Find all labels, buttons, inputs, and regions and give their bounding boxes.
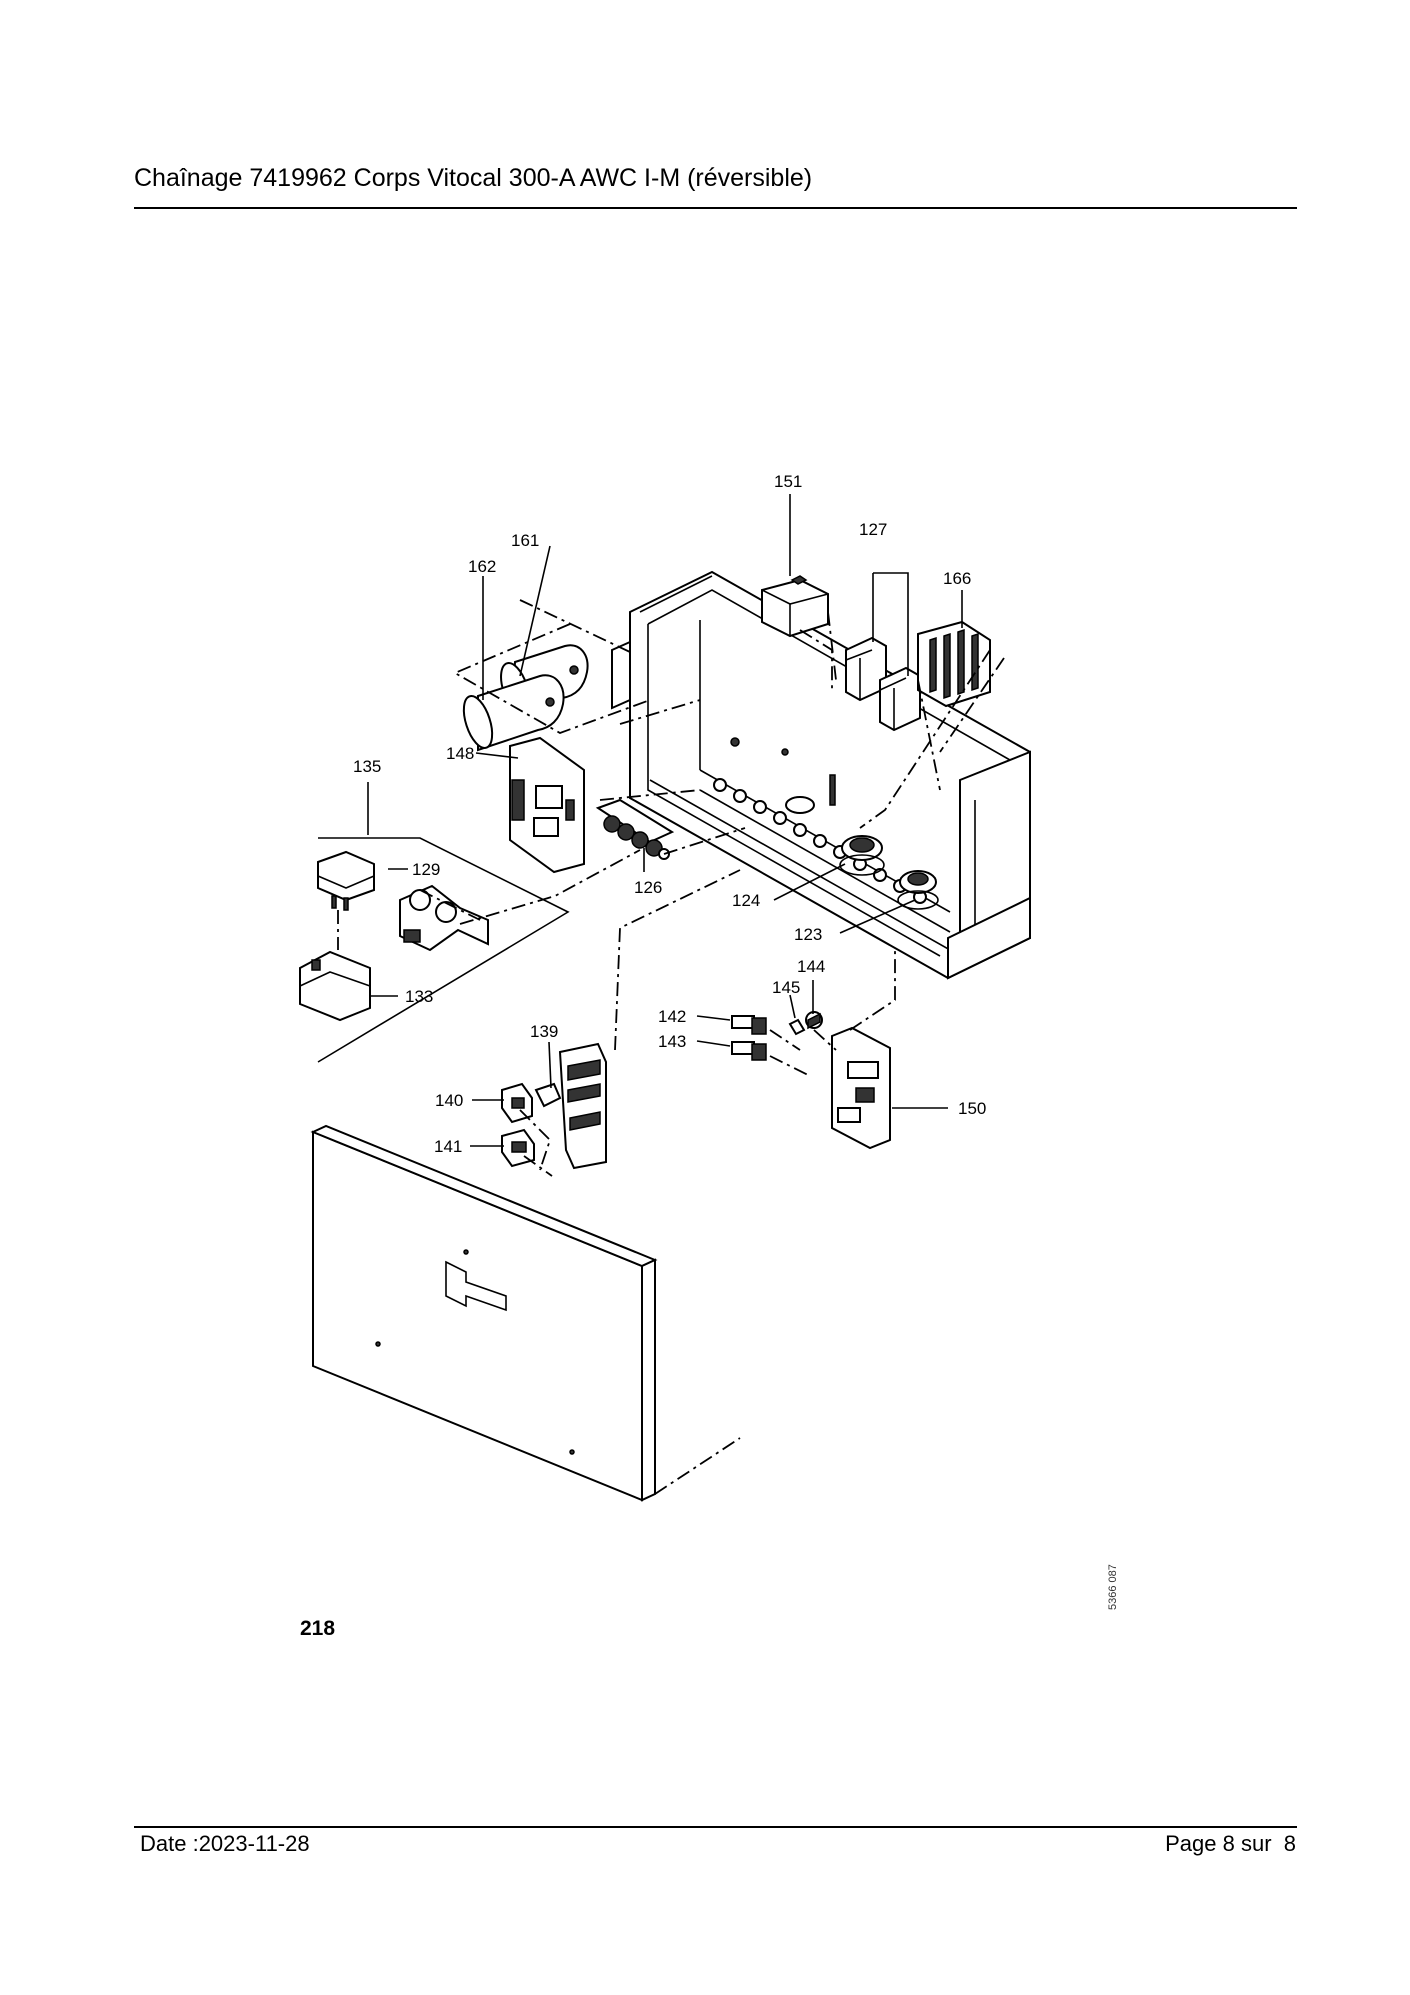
part-148 — [509, 736, 585, 874]
part-150 — [831, 1026, 891, 1150]
callout-139: 139 — [530, 1022, 558, 1041]
din-rail-group — [299, 837, 570, 1063]
part-139 — [534, 1042, 607, 1170]
callout-129: 129 — [412, 860, 440, 879]
callout-161: 161 — [511, 531, 539, 550]
callout-143: 143 — [658, 1032, 686, 1051]
callout-135: 135 — [353, 757, 381, 776]
callout-148: 148 — [446, 744, 474, 763]
leader-lines — [367, 494, 963, 1147]
assembly-lines — [337, 599, 1005, 1495]
callout-123: 123 — [794, 925, 822, 944]
callout-141: 141 — [434, 1137, 462, 1156]
callout-162: 162 — [468, 557, 496, 576]
capacitors-161-162 — [462, 644, 589, 752]
callout-166: 166 — [943, 569, 971, 588]
part-126 — [595, 798, 675, 860]
connectors-140-141 — [501, 1082, 535, 1168]
callout-145: 145 — [772, 978, 800, 997]
callout-124: 124 — [732, 891, 760, 910]
callout-126: 126 — [634, 878, 662, 897]
header-rule — [134, 207, 1297, 209]
callout-127: 127 — [859, 520, 887, 539]
callout-labels: 151 127 161 162 166 148 135 129 126 124 … — [353, 472, 986, 1156]
sheet-number: 218 — [300, 1617, 336, 1640]
part-127 — [845, 636, 921, 732]
callout-144: 144 — [797, 957, 825, 976]
callout-151: 151 — [774, 472, 802, 491]
callout-142: 142 — [658, 1007, 686, 1026]
page-title: Chaînage 7419962 Corps Vitocal 300-A AWC… — [134, 164, 813, 192]
part-166 — [917, 620, 991, 708]
callout-140: 140 — [435, 1091, 463, 1110]
fitting-123 — [897, 870, 939, 910]
footer-page-number: Page 8 sur 8 — [1165, 1831, 1296, 1856]
callout-133: 133 — [405, 987, 433, 1006]
callout-150: 150 — [958, 1099, 986, 1118]
part-151 — [761, 575, 829, 638]
connectors-142-145 — [731, 1011, 823, 1061]
fitting-124 — [839, 835, 885, 876]
drawing-reference: 5366 087 — [1107, 1564, 1119, 1610]
front-panel — [310, 1124, 658, 1502]
footer-rule — [134, 1826, 1297, 1828]
footer-date: Date :2023-11-28 — [140, 1831, 310, 1856]
